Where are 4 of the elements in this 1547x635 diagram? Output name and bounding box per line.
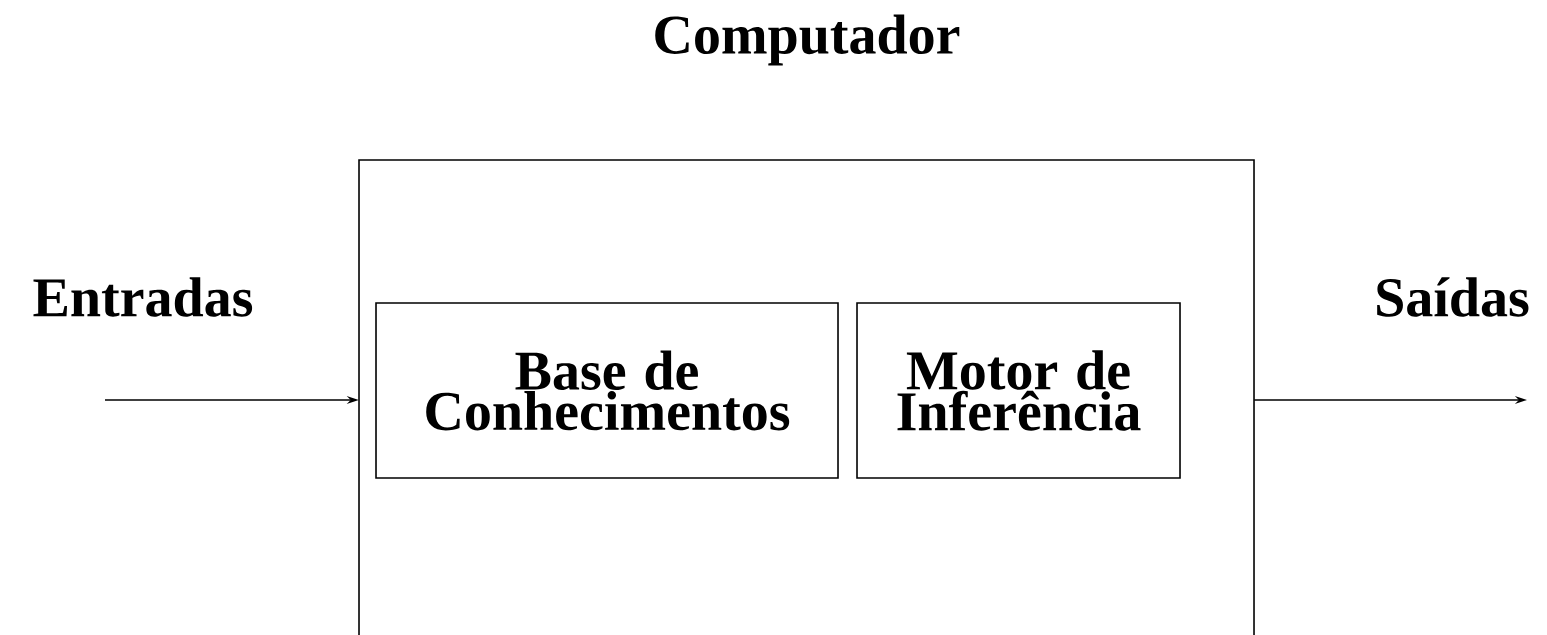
io-label: Saídas xyxy=(1377,277,1529,317)
io-label: Entradas xyxy=(33,277,253,317)
module-box: Motor de Inferência xyxy=(856,302,1181,479)
module-box: Base de Conhecimentos xyxy=(375,302,839,479)
